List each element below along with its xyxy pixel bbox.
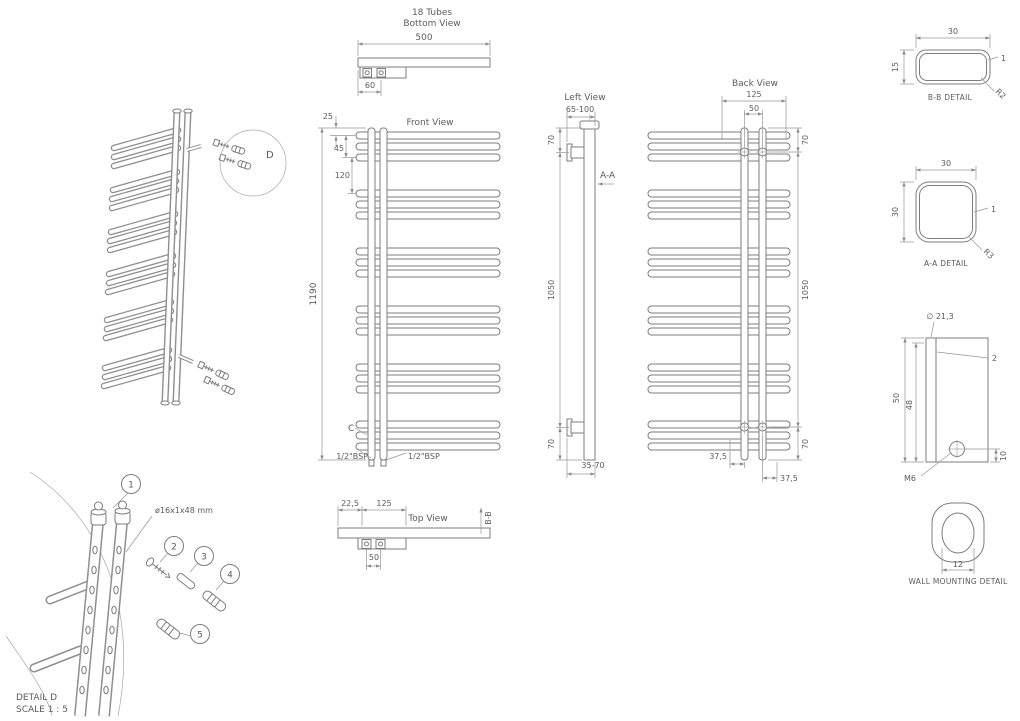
bb-detail-title: B-B DETAIL [928, 93, 973, 102]
dim-50-bracket: 50 [892, 393, 901, 403]
screw-spec: ø16x1x48 mm [155, 506, 213, 515]
detail-d-title: DETAIL D [16, 693, 57, 703]
dim-1-bb: 1 [1001, 54, 1006, 63]
balloon-2: 2 [171, 543, 177, 553]
dim-37-5-left: 37,5 [709, 452, 727, 461]
left-view-title: Left View [564, 93, 605, 103]
m6-label: M6 [904, 474, 916, 483]
left-view: Left View 65-100 70 1050 70 A-A 35-70 [547, 93, 616, 478]
bottom-view-title: Bottom View [403, 19, 460, 29]
bb-detail-view: 30 15 1 R2 B-B DETAIL [891, 27, 1008, 102]
dim-r3: R3 [982, 247, 996, 261]
dim-70-top-left: 70 [547, 135, 556, 145]
wall-mounting-detail-view: 12 WALL MOUNTING DETAIL [909, 502, 1009, 586]
dim-500: 500 [415, 33, 432, 43]
dim-12-slot: 12 [953, 560, 963, 569]
aa-detail-title: A-A DETAIL [924, 259, 969, 268]
top-view-title: Top View [407, 514, 447, 524]
dim-45: 45 [334, 144, 344, 153]
dim-25: 25 [323, 112, 333, 121]
dim-r2: R2 [994, 87, 1008, 101]
detail-d-circle [219, 129, 287, 197]
front-rail-left [367, 127, 376, 461]
dim-65-100: 65-100 [566, 105, 594, 114]
dim-48-bracket: 48 [905, 400, 914, 410]
bsp-right-label: 1/2"BSP [408, 452, 440, 461]
dim-120: 120 [335, 171, 350, 180]
sleeve-item [176, 572, 196, 590]
dim-37-5-right: 37,5 [780, 474, 798, 483]
front-view: Front View 1190 25 45 120 C 1/2"BSP 1/2"… [309, 112, 501, 467]
balloon-5: 5 [197, 631, 203, 641]
dim-50-back: 50 [749, 104, 759, 113]
wall-anchor-item-2 [154, 616, 182, 642]
dim-125-top: 125 [376, 499, 391, 508]
front-rail-right [379, 127, 388, 461]
tubes-count-label: 18 Tubes [412, 8, 452, 18]
dim-70-bottom-left: 70 [547, 439, 556, 449]
aa-detail-view: 30 30 1 R3 A-A DETAIL [891, 159, 996, 268]
detail-d-view: 1 2 3 4 5 ø16x1x48 mm DETAIL D SCALE 1 :… [5, 471, 240, 717]
bracket-detail-view: ∅ 21,3 2 50 48 10 M6 [892, 312, 1008, 483]
dim-10-bracket: 10 [999, 451, 1008, 461]
dim-30-aa-side: 30 [891, 207, 900, 217]
section-bb-marker: B-B [484, 511, 493, 525]
back-rail-left [740, 127, 749, 461]
back-view: Back View 125 50 70 1050 70 [647, 79, 810, 483]
section-aa-marker: A-A [600, 171, 616, 181]
isometric-view: D [104, 108, 287, 406]
dim-50-top: 50 [369, 553, 379, 562]
screw-exploded-bottom-1 [197, 360, 230, 381]
dim-1050-left: 1050 [547, 280, 556, 300]
bottom-view: 18 Tubes Bottom View 500 60 [357, 8, 491, 96]
dim-70-bottom-back: 70 [801, 439, 810, 449]
dim-30-bb: 30 [948, 27, 958, 36]
screw-exploded-bottom-2 [203, 375, 236, 396]
balloon-4: 4 [227, 571, 233, 581]
wall-mounting-title: WALL MOUNTING DETAIL [909, 577, 1009, 586]
bsp-left-label: 1/2"BSP [336, 452, 368, 461]
screw-item [144, 556, 173, 582]
dim-2-plate: 2 [992, 354, 997, 363]
detail-c-marker: C [348, 424, 354, 434]
dim-30-aa-top: 30 [941, 159, 951, 168]
front-view-title: Front View [407, 118, 454, 128]
screw-exploded-top-1 [212, 138, 246, 156]
dim-70-top-back: 70 [801, 135, 810, 145]
dim-1-aa: 1 [991, 205, 996, 214]
dim-35-70: 35-70 [581, 461, 604, 470]
dim-diameter-21-3: ∅ 21,3 [926, 312, 953, 321]
back-rail-right [758, 127, 767, 461]
dim-22-5: 22,5 [341, 499, 359, 508]
dim-125-back: 125 [746, 90, 761, 99]
detail-d-scale: SCALE 1 : 5 [16, 705, 68, 715]
dim-15-bb: 15 [891, 62, 900, 72]
top-view: Top View 22,5 125 50 B-B [337, 499, 493, 570]
dim-60: 60 [365, 81, 375, 90]
dim-1050-back: 1050 [801, 280, 810, 300]
dim-1190: 1190 [309, 282, 319, 305]
balloon-1: 1 [128, 481, 134, 491]
balloon-3: 3 [201, 553, 207, 563]
back-brackets [738, 145, 769, 434]
screw-exploded-top-2 [218, 153, 252, 171]
wall-anchor-item [200, 588, 228, 614]
back-view-title: Back View [732, 79, 778, 89]
detail-d-marker: D [266, 150, 274, 161]
